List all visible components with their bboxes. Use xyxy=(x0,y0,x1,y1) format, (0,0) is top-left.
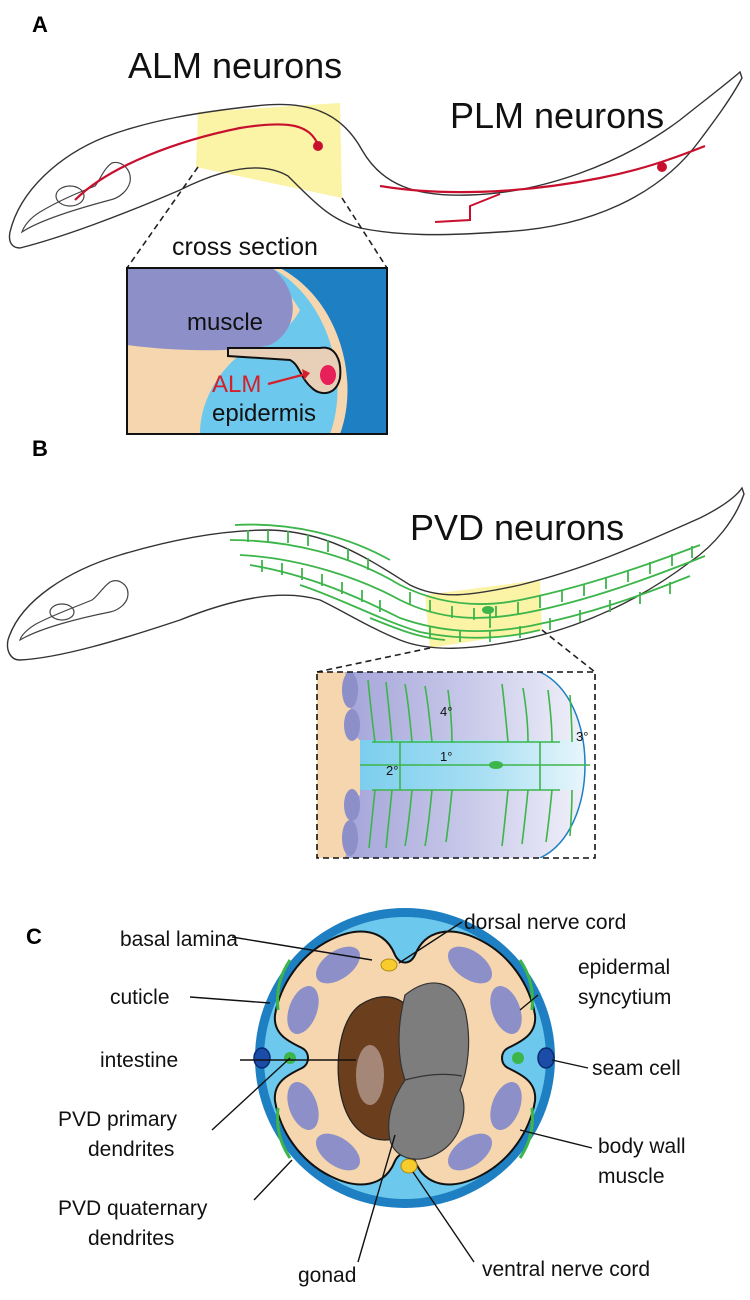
alm-label: ALM xyxy=(212,371,261,398)
pvd-primary-label-line1: PVD primary xyxy=(58,1108,178,1131)
dorsal-nerve-cord xyxy=(380,958,398,972)
epidermal-label-line2: syncytium xyxy=(578,986,671,1009)
gonad-shape xyxy=(388,982,470,1160)
panel-a: A ALM neurons PLM neurons cross section xyxy=(8,12,743,435)
cross-section-label: cross section xyxy=(172,233,318,261)
pharynx-bulb-a xyxy=(55,185,85,207)
plm-cell-body xyxy=(657,162,667,172)
order-1-label: 1° xyxy=(440,749,452,764)
pvd-neurons-title: PVD neurons xyxy=(410,507,624,548)
cuticle-label: cuticle xyxy=(110,986,170,1009)
highlight-region-a xyxy=(196,103,342,198)
panel-b: B PVD neurons xyxy=(6,436,745,859)
ventral-nerve-cord xyxy=(400,1158,418,1174)
alm-arrow xyxy=(267,372,307,386)
intestine-label: intestine xyxy=(100,1049,178,1072)
body-wall-label-line1: body wall xyxy=(598,1135,686,1158)
pvd-primary-right xyxy=(512,1052,524,1064)
panel-letter-a: A xyxy=(32,12,48,37)
zoom-line-right-b xyxy=(541,629,596,673)
pvd-primary-label-line2: dendrites xyxy=(88,1138,174,1161)
seam-cell-left xyxy=(253,1047,271,1069)
leader-lines xyxy=(189,921,593,1263)
pharynx-b xyxy=(19,580,129,642)
ventral-nerve-cord-label: ventral nerve cord xyxy=(482,1258,650,1281)
pvd-cell-body-b xyxy=(482,606,494,614)
pvd-inset-frame xyxy=(316,671,596,859)
epidermal-label-line1: epidermal xyxy=(578,956,670,979)
pharynx-a xyxy=(20,161,131,234)
body-wall-label-line2: muscle xyxy=(598,1165,665,1188)
zoom-line-right-a xyxy=(341,197,388,269)
intestine-lumen xyxy=(356,1045,384,1105)
alm-neurons-title: ALM neurons xyxy=(128,45,342,86)
seam-cell-right xyxy=(537,1047,555,1069)
zoom-line-left-b xyxy=(316,647,431,673)
alm-cell-body xyxy=(313,141,323,151)
basal-lamina-label: basal lamina xyxy=(120,928,238,951)
pvd-dendrites-b xyxy=(229,523,706,642)
panel-c: C xyxy=(26,908,686,1287)
plm-process xyxy=(379,144,706,194)
zoom-line-left-a xyxy=(126,166,199,269)
body-wall-muscles xyxy=(287,946,522,1171)
plm-neurons-title: PLM neurons xyxy=(450,95,664,136)
alm-process xyxy=(74,123,320,201)
seam-cell-label: seam cell xyxy=(592,1057,681,1080)
highlight-region-b xyxy=(425,580,542,648)
plm-branch xyxy=(434,193,501,223)
order-2-label: 2° xyxy=(386,763,398,778)
cross-section-frame xyxy=(126,267,388,435)
pvd-inset xyxy=(317,672,595,858)
order-3-label: 3° xyxy=(576,729,588,744)
pvd-quaternary-label-line1: PVD quaternary xyxy=(58,1197,208,1220)
gonad-divider xyxy=(404,1073,463,1081)
gonad-label: gonad xyxy=(298,1264,356,1287)
alm-arrowhead xyxy=(302,369,310,380)
order-4-label: 4° xyxy=(440,704,452,719)
cross-section-inset xyxy=(127,268,387,434)
panel-letter-c: C xyxy=(26,924,42,949)
epidermis-label: epidermis xyxy=(212,400,316,427)
muscle-label-a: muscle xyxy=(187,309,263,336)
pvd-quaternary-label-line2: dendrites xyxy=(88,1227,174,1250)
dorsal-nerve-cord-label: dorsal nerve cord xyxy=(464,911,626,934)
worm-outline-a xyxy=(8,70,743,249)
panel-letter-b: B xyxy=(32,436,48,461)
worm-outline-b xyxy=(6,486,745,661)
pharynx-bulb-b xyxy=(49,603,75,621)
pvd-quaternary-dendrites-c xyxy=(276,959,534,1159)
